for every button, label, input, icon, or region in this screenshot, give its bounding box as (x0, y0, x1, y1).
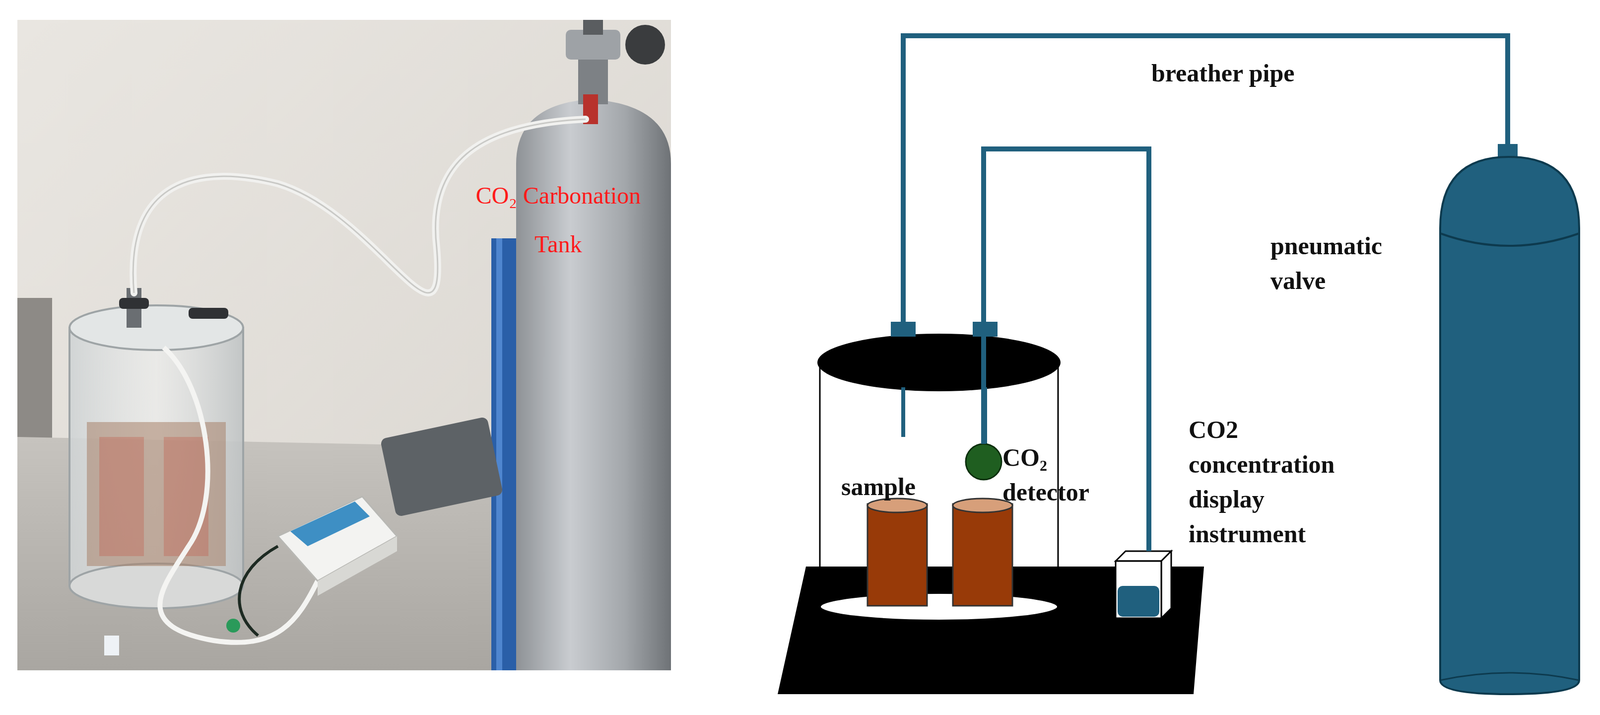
apparatus-part: CO₂ detector (965, 443, 1002, 480)
photo-caption: CO₂ Carbonation Tank (459, 171, 658, 269)
pipe-label: breather pipe (1151, 55, 1400, 91)
part-label: CO2 concentration display instrument (1188, 411, 1368, 551)
apparatus-part: CO2 concentration display instrument (1115, 550, 1172, 618)
apparatus-part: sample (863, 496, 1017, 608)
part-label: CO₂ detector (1002, 439, 1122, 510)
part-label: pneumatic valve (1270, 228, 1420, 298)
part-label: sample (841, 468, 991, 504)
apparatus-part: pneumatic valve (1440, 143, 1580, 694)
signal-wire (983, 148, 1149, 551)
